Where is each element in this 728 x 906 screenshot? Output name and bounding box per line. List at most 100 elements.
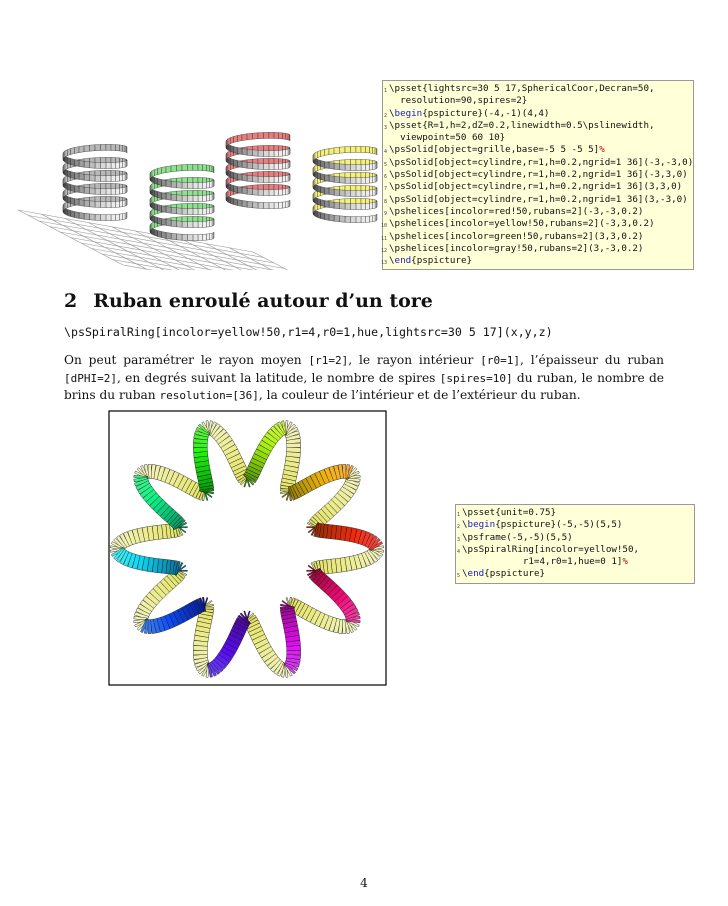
helix-segment [83,161,90,169]
ground-grid [17,209,289,270]
ring-segment [213,656,227,670]
inline-code: [spires=10] [439,371,513,385]
helix-segment [115,161,120,169]
helix-segment [257,176,264,183]
paragraph-text: , la couleur de l’intérieur et de l’exté… [258,388,581,402]
helix-segment [268,150,275,157]
grid-line [101,253,194,270]
code2-line: 2\begin{pspicture}(-5,-5)(5,5) [457,519,690,531]
helix-segment [119,213,123,221]
helix-segment [165,232,172,240]
helix-segment [83,144,90,152]
helix-segment [94,162,101,169]
helix-segment [230,197,234,205]
helix-segment [263,176,270,183]
ring-segment [132,554,141,570]
command-syntax: \psSpiralRing[incolor=yellow!50,r1=4,r0=… [64,325,553,339]
helix-segment [161,166,167,174]
helix-segment [226,164,229,173]
helix-segment [246,201,253,209]
helix-segment [161,231,167,239]
helix-segment [246,175,253,183]
helix-segment [320,160,325,168]
helix-segment [226,190,229,199]
helix-segment [241,161,248,169]
ring-segment [286,442,301,448]
helix-segment [63,150,66,159]
ring-segment [142,595,157,609]
grid-line [205,243,258,270]
helix-segment [67,183,71,191]
helix-segment [206,181,210,189]
helix-segment [74,159,80,167]
ring-segment [224,638,241,650]
helix-segment [209,206,213,214]
helix-segment [226,138,229,147]
helix-segment [333,163,340,171]
code2-line: 3\psframe(-5,-5)(5,5) [457,532,690,544]
helix-segment [227,169,231,178]
helix-segment [70,171,75,179]
helix-segment [369,146,373,154]
code1-line: viewpoint=50 60 10} [389,132,506,144]
ring-segment [137,603,152,616]
helix-segment [150,222,153,231]
helix-segment [165,180,172,188]
helix-segment [263,189,270,196]
ring-segment [319,468,330,485]
helix-segment [324,174,330,182]
ring-segment [132,528,141,544]
helix-segment [64,175,68,184]
helix-segment [257,150,264,157]
helix-segment [252,132,259,140]
ring-segment [258,439,274,452]
grid-line [70,237,255,270]
line-number: 1 [383,88,387,94]
helix-segment [339,176,346,184]
ring-segment [152,499,167,514]
helix-segment [282,162,286,170]
ring-segment [353,554,362,570]
ring-segment [217,650,233,663]
helix-segment [241,148,248,156]
ring-segment [338,618,344,634]
helix-segment [237,173,243,181]
ring-segment [319,613,330,630]
helix-segment [227,163,231,172]
helix-segment [83,174,90,182]
helix-segment [206,207,210,215]
helix-segment [83,213,90,221]
helix-segment [278,149,283,157]
helix-segment [287,161,290,169]
ring-segment [327,584,342,599]
helix-segment [74,146,80,154]
ring-segment [264,431,279,445]
helix-segment [233,135,238,143]
helix-segment [64,194,68,203]
line-number: 4 [383,149,387,156]
helix-segment [74,211,80,219]
ring-segment [323,467,334,483]
helix-segment [70,184,75,192]
helix-segment [67,157,71,165]
ring-segment [342,603,357,616]
helix-segment [344,164,351,171]
helix-segment [74,172,80,180]
ring-segment [286,650,301,656]
helix-segment [187,234,194,241]
helix-segment [154,229,158,237]
helix-segment [314,151,318,160]
helix-segment [339,189,346,197]
helix-segment [181,234,188,241]
helix-segment [360,177,366,184]
helix-segment [263,150,270,157]
helix-segment [209,180,213,188]
helix-segment [227,143,231,152]
helix-segment [374,175,377,183]
helix-segment [181,164,188,171]
helix-segment [187,221,194,228]
inline-code: resolution=[36] [159,389,259,402]
line-number: 11 [380,235,387,242]
helix-segment [227,189,231,198]
helix-segment [150,170,153,179]
